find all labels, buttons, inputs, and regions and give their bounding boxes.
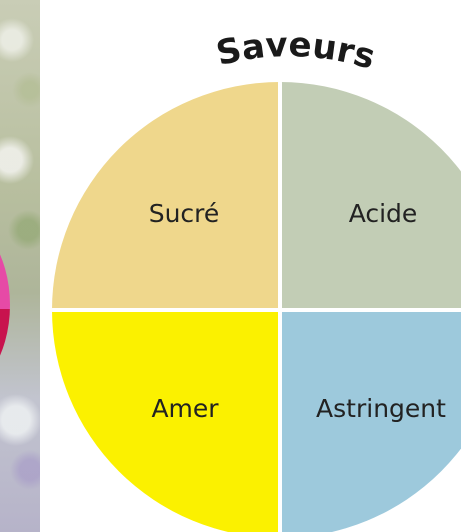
quadrant-acide [280,70,461,310]
diagram-title: Saveurs [213,25,380,78]
quadrant-label-acide: Acide [349,199,418,228]
flavor-wheel [40,70,461,532]
quadrant-sucre [40,70,280,310]
quadrant-label-amer: Amer [151,394,219,423]
quadrant-label-astringent: Astringent [316,394,446,423]
quadrant-label-sucre: Sucré [149,199,220,228]
